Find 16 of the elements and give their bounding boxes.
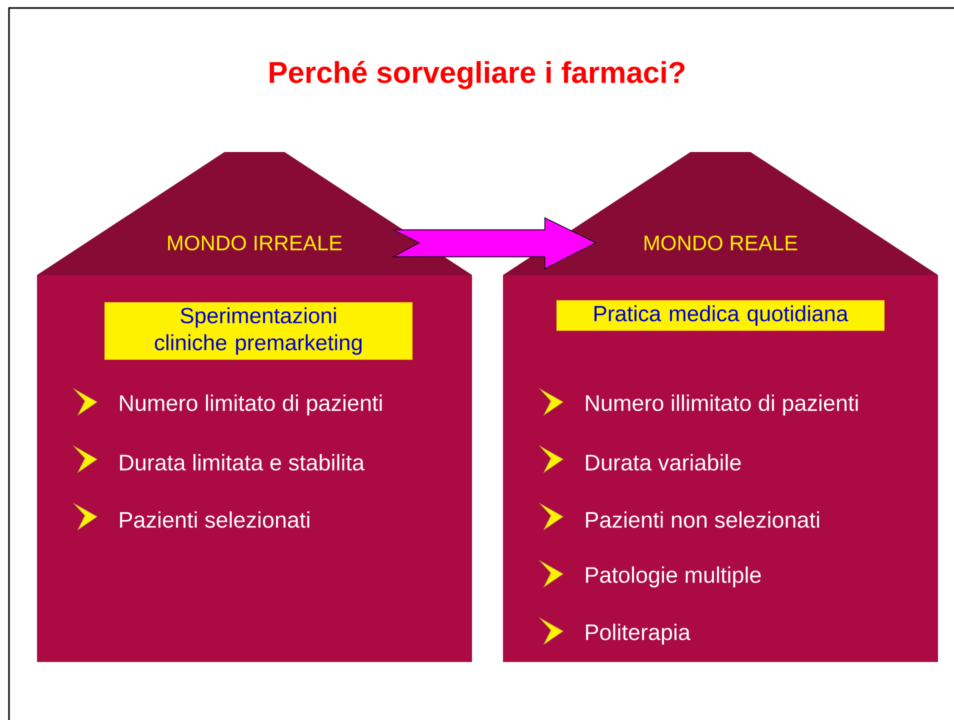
house-shape [37, 152, 472, 662]
bullet-text: Numero limitato di pazienti [120, 394, 382, 416]
bullet-text: Patologie multiple [586, 566, 761, 588]
bullet-text: Politerapia [586, 624, 690, 645]
highlight-box: Sperimentazioni cliniche premarketing [104, 302, 412, 360]
bullet-text: Pazienti selezionati [120, 511, 310, 528]
house-heading: MONDO IRREALE [168, 236, 342, 250]
title: Perché sorvegliare i farmaci? [270, 60, 684, 90]
bullet-text: Durata variabile [586, 454, 741, 471]
highlight-box: Pratica medica quotidiana [556, 300, 884, 331]
bullet-text: Pazienti non selezionati [586, 511, 820, 528]
house-heading: MONDO REALE [644, 236, 798, 250]
house-shape [503, 152, 938, 662]
bullet-text: Durata limitata e stabilita [120, 454, 365, 471]
bullet-text: Numero illimitato di pazienti [586, 394, 858, 416]
block-arrow [392, 217, 597, 270]
